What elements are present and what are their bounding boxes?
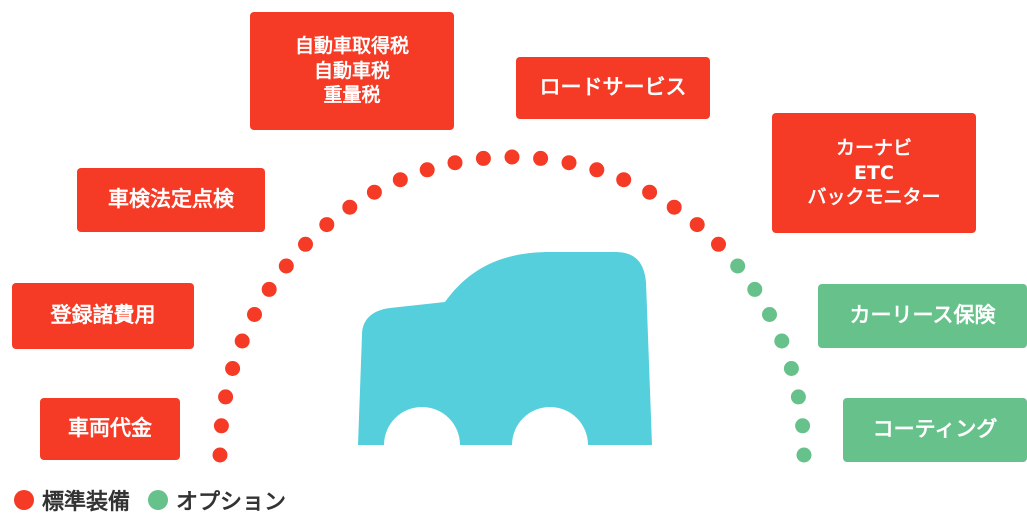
- legend: 標準装備 オプション: [14, 484, 304, 516]
- standard-dot: [642, 184, 658, 200]
- legend-item-option: オプション: [148, 484, 286, 516]
- label-line: 自動車税: [313, 59, 390, 82]
- standard-dot: [689, 217, 705, 233]
- label-box-lease-insurance: カーリース保険: [818, 284, 1027, 348]
- standard-dot: [711, 236, 726, 252]
- legend-marker-option: [148, 490, 169, 510]
- legend-label-standard: 標準装備: [42, 490, 131, 515]
- label-box-vehicle-price: 車両代金: [40, 398, 180, 460]
- label-line: 車両代金: [68, 416, 152, 441]
- option-dot: [783, 361, 799, 376]
- standard-dot: [319, 217, 335, 233]
- option-dot: [796, 447, 812, 463]
- standard-dot: [475, 150, 491, 166]
- option-dot: [730, 258, 746, 274]
- standard-dot: [225, 361, 241, 376]
- legend-item-standard: 標準装備: [14, 484, 130, 516]
- label-line: バックモニター: [807, 186, 941, 209]
- standard-dot: [366, 184, 382, 200]
- standard-dot: [447, 155, 463, 171]
- standard-dot: [589, 162, 605, 178]
- label-box-navigation: カーナビ ETC バックモニター: [772, 113, 976, 233]
- standard-dot: [234, 333, 250, 349]
- option-dot: [795, 418, 811, 434]
- standard-dot: [213, 418, 229, 434]
- label-line: 重量税: [323, 84, 381, 107]
- standard-dot: [261, 281, 277, 297]
- option-dot: [762, 307, 777, 322]
- option-dot: [774, 333, 790, 349]
- label-line: ロードサービス: [539, 75, 687, 100]
- standard-dot: [533, 150, 549, 166]
- legend-label-option: オプション: [176, 490, 287, 515]
- label-line: コーティング: [872, 417, 998, 442]
- label-box-road-service: ロードサービス: [516, 57, 710, 119]
- standard-dot: [298, 236, 313, 252]
- standard-dot: [247, 307, 262, 322]
- label-box-inspection: 車検法定点検: [77, 168, 265, 232]
- label-line: カーリース保険: [849, 303, 996, 328]
- option-dot: [747, 281, 763, 297]
- standard-dot: [392, 172, 408, 188]
- label-line: ETC: [854, 161, 894, 184]
- standard-dot: [212, 447, 228, 463]
- standard-dot: [666, 199, 682, 215]
- label-box-coating: コーティング: [843, 398, 1027, 462]
- standard-dot: [561, 155, 577, 171]
- standard-dot: [616, 172, 632, 188]
- label-line: 自動車取得税: [294, 34, 409, 57]
- standard-dot: [419, 162, 435, 178]
- label-box-registration: 登録諸費用: [12, 283, 194, 349]
- standard-dot: [218, 389, 234, 405]
- legend-marker-standard: [14, 490, 34, 510]
- label-line: 登録諸費用: [50, 303, 156, 328]
- car-icon: [358, 252, 652, 445]
- label-line: 車検法定点検: [108, 187, 234, 212]
- label-line: カーナビ: [835, 136, 912, 159]
- standard-dot: [504, 149, 520, 165]
- option-dot: [790, 389, 806, 405]
- standard-dot: [342, 199, 358, 215]
- label-box-taxes: 自動車取得税 自動車税 重量税: [250, 12, 454, 130]
- standard-dot: [278, 258, 294, 274]
